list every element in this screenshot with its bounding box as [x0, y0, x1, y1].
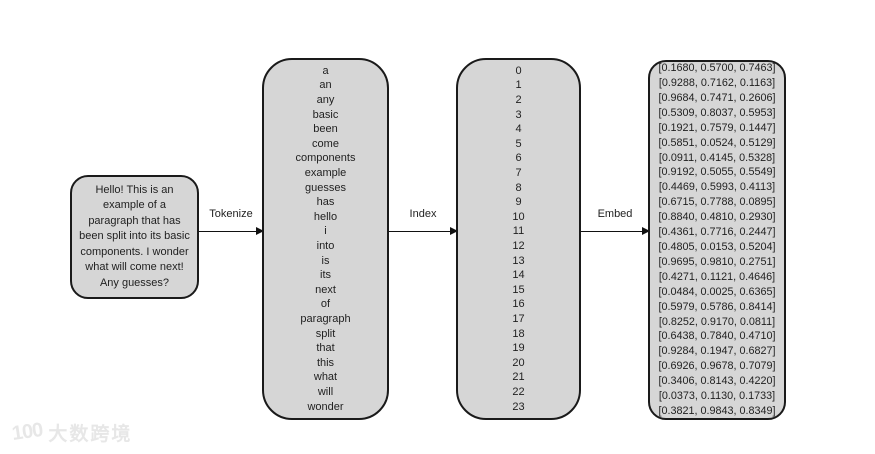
token-item: split — [315, 327, 336, 340]
embedding-vector: [0.5309, 0.8037, 0.5953] — [658, 106, 776, 119]
watermark-logo-icon: 100 — [10, 418, 44, 446]
index-item: 7 — [515, 167, 522, 180]
token-item: i — [324, 225, 327, 238]
index-arrow-label: Index — [409, 208, 437, 220]
index-item: 5 — [515, 137, 522, 150]
token-item: what — [313, 371, 338, 384]
token-item: wonder — [307, 400, 344, 413]
index-item: 10 — [512, 210, 525, 223]
embedding-vector: [0.0484, 0.0025, 0.6365] — [658, 285, 776, 298]
index-item: 21 — [512, 371, 525, 384]
token-item: that — [316, 342, 335, 355]
embedding-vector: [0.9284, 0.1947, 0.6827] — [658, 345, 776, 358]
embedding-vector: [0.3821, 0.9843, 0.8349] — [658, 404, 776, 417]
token-item: example — [304, 167, 347, 180]
token-item: next — [315, 283, 336, 296]
token-item: will — [317, 385, 334, 398]
index-item: 16 — [512, 298, 525, 311]
embedding-vector: [0.0911, 0.4145, 0.5328] — [658, 151, 776, 164]
embedding-vector: [0.9695, 0.9810, 0.2751] — [658, 255, 776, 268]
embedding-vector: [0.3406, 0.8143, 0.4220] — [658, 375, 776, 388]
index-arrow: Index — [389, 198, 458, 235]
embedding-box: [0.1680, 0.5700, 0.7463] [0.9288, 0.7162,… — [648, 60, 786, 420]
embedding-vector: [0.8252, 0.9170, 0.0811] — [658, 315, 776, 328]
watermark-text: 大数跨境 — [48, 424, 133, 445]
index-item: 3 — [515, 108, 522, 121]
index-item: 11 — [512, 225, 525, 238]
embedding-vector: [0.9684, 0.7471, 0.2606] — [658, 91, 776, 104]
arrow-line — [199, 227, 264, 235]
token-item: this — [316, 356, 335, 369]
token-item: into — [316, 240, 335, 252]
paragraph-text: Hello! This is an example of a paragraph… — [79, 183, 190, 289]
embedding-vector: [0.4361, 0.7716, 0.2447] — [658, 226, 776, 239]
token-item: basic — [312, 108, 339, 121]
token-item: has — [316, 196, 335, 209]
token-item: components — [295, 152, 356, 165]
index-item: 8 — [515, 181, 522, 194]
token-item: of — [320, 298, 331, 311]
tokenize-arrow: Tokenize — [199, 198, 264, 235]
index-item: 9 — [515, 196, 522, 209]
index-item: 18 — [512, 327, 525, 340]
index-item: 15 — [512, 283, 525, 296]
index-item: 0 — [515, 64, 522, 77]
embedding-vector: [0.9192, 0.5055, 0.5549] — [658, 166, 776, 179]
index-item: 2 — [515, 94, 522, 107]
index-item: 14 — [512, 269, 525, 282]
token-item: its — [320, 269, 331, 282]
index-item: 19 — [512, 342, 525, 355]
embedding-vector: [0.5851, 0.0524, 0.5129] — [658, 136, 776, 149]
token-item: hello — [313, 210, 338, 223]
arrow-line — [581, 227, 650, 235]
embedding-vector: [0.8840, 0.4810, 0.2930] — [658, 211, 776, 224]
watermark: 100 大数跨境 — [10, 418, 133, 446]
token-item: been — [313, 123, 338, 136]
arrowhead-icon — [256, 227, 264, 235]
embedding-vector: [0.4469, 0.5993, 0.4113] — [658, 181, 776, 194]
embedding-vector: [0.6438, 0.7840, 0.4710] — [658, 330, 776, 343]
paragraph-box: Hello! This is an example of a paragraph… — [70, 175, 199, 299]
token-item: an — [319, 79, 332, 92]
embed-arrow: Embed — [581, 198, 650, 235]
tokenize-arrow-label: Tokenize — [209, 208, 253, 220]
arrow-line — [389, 227, 458, 235]
token-item: a — [322, 64, 329, 77]
embedding-vector: [0.1921, 0.7579, 0.1447] — [658, 121, 776, 134]
index-item: 4 — [515, 123, 522, 136]
index-item: 12 — [512, 240, 525, 252]
embedding-vector: [0.1680, 0.5700, 0.7463] — [658, 62, 776, 75]
embedding-vector: [0.4805, 0.0153, 0.5204] — [658, 241, 776, 253]
embedding-vector: [0.9288, 0.7162, 0.1163] — [658, 77, 776, 90]
index-item: 23 — [512, 400, 525, 413]
embedding-vector: [0.4271, 0.1121, 0.4646] — [658, 270, 776, 283]
index-item: 17 — [512, 312, 525, 325]
embedding-vector: [0.6926, 0.9678, 0.7079] — [658, 360, 776, 373]
index-item: 6 — [515, 152, 522, 165]
index-item: 22 — [512, 385, 525, 398]
arrowhead-icon — [450, 227, 458, 235]
embedding-vector: [0.5979, 0.5786, 0.8414] — [658, 300, 776, 313]
token-item: guesses — [305, 181, 346, 194]
token-item: come — [312, 137, 339, 150]
index-item: 20 — [512, 356, 525, 369]
token-item: is — [321, 254, 330, 267]
embed-arrow-label: Embed — [597, 208, 633, 220]
embedding-vector: [0.6715, 0.7788, 0.0895] — [658, 196, 776, 209]
index-item: 1 — [515, 79, 522, 92]
token-item: any — [316, 94, 335, 107]
index-item: 13 — [512, 254, 525, 267]
arrowhead-icon — [642, 227, 650, 235]
embedding-vector: [0.0373, 0.1130, 0.1733] — [658, 390, 776, 403]
token-item: paragraph — [300, 312, 351, 325]
